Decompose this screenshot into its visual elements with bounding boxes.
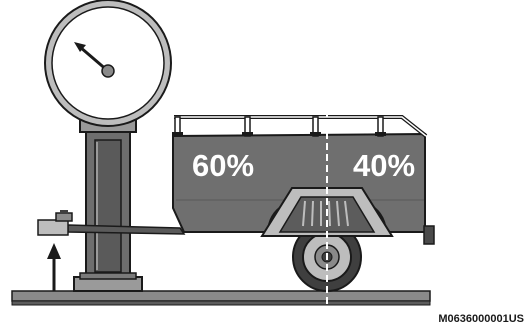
upward-arrow — [47, 243, 61, 291]
figure-code: M0636000001US — [438, 313, 524, 325]
scale-column — [74, 120, 142, 291]
ground-rail — [12, 291, 430, 305]
scale-gauge — [45, 0, 171, 126]
hitch-coupler — [38, 210, 72, 235]
trailer-bumper — [424, 226, 434, 244]
front-weight-percent: 60% — [192, 148, 254, 183]
trailer-tongue — [68, 225, 184, 234]
trailer-railing — [172, 117, 426, 136]
rear-weight-percent: 40% — [353, 148, 415, 183]
